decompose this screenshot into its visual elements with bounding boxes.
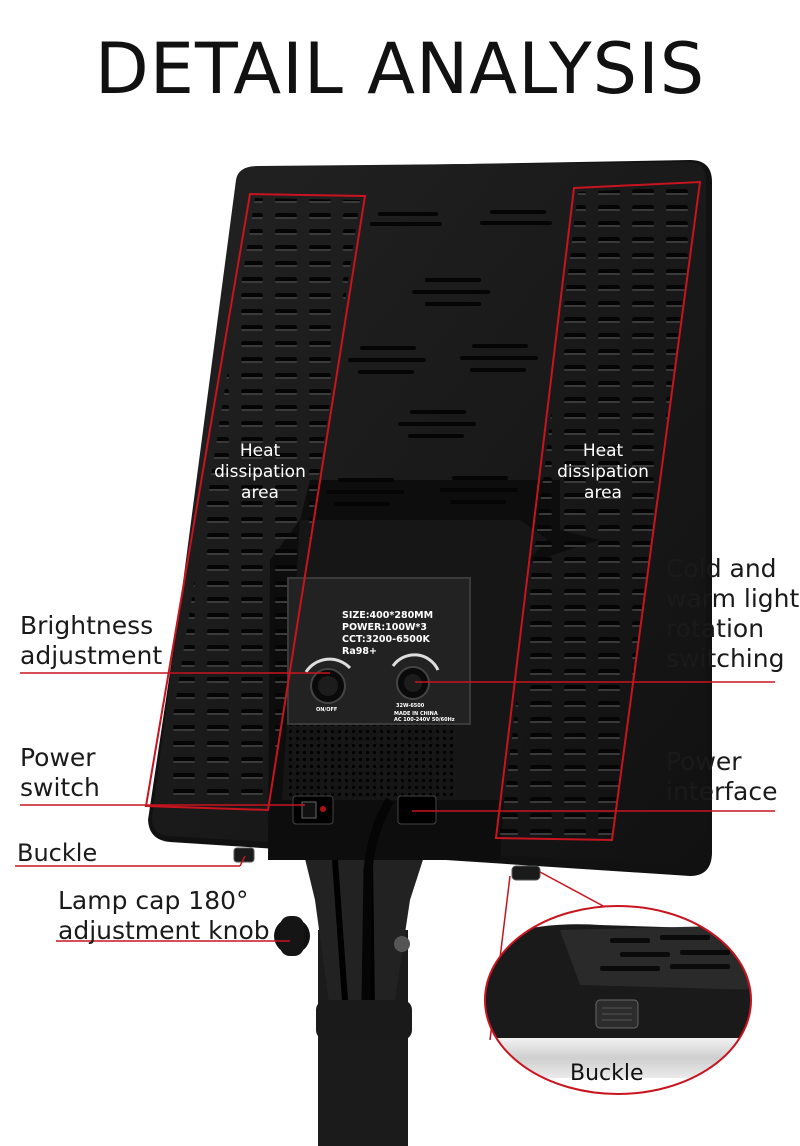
power-switch-label: Power switch <box>20 743 100 803</box>
label-line: area <box>584 483 622 503</box>
model-text: 32W-6500 <box>396 703 425 709</box>
label-line: Cold and <box>666 554 777 583</box>
label-line: switch <box>20 773 100 802</box>
label-line: adjustment <box>20 641 163 670</box>
label-line: Heat <box>239 441 281 461</box>
led-panel <box>148 160 712 1001</box>
lamp-cap-knob-label: Lamp cap 180° adjustment knob <box>58 886 270 946</box>
label-line: dissipation <box>214 462 306 482</box>
spec-ra: Ra98+ <box>342 646 377 657</box>
heat-dissipation-right-label: Heat dissipation area <box>548 441 658 504</box>
input-text: AC 100-240V 50/60Hz <box>394 717 455 723</box>
label-line: adjustment knob <box>58 916 270 945</box>
heat-dissipation-left-label: Heat dissipation area <box>205 441 315 504</box>
buckle-zoom-view <box>484 905 752 1095</box>
cold-warm-switching-label: Cold and warm light rotation switching <box>666 554 799 674</box>
spec-size: SIZE:400*280MM <box>342 610 434 621</box>
power-interface-label: Power interface <box>666 747 778 807</box>
label-line: warm light <box>666 584 800 613</box>
spec-plate-text: SIZE:400*280MM POWER:100W*3 CCT:3200-650… <box>342 610 452 658</box>
brightness-adjustment-label: Brightness adjustment <box>20 611 162 671</box>
label-line: Heat <box>582 441 624 461</box>
label-line: Brightness <box>20 611 154 640</box>
label-line: Power <box>20 743 96 772</box>
onoff-text: ON/OFF <box>316 707 338 713</box>
buckle-zoom-label: Buckle <box>570 1061 644 1086</box>
label-line: rotation <box>666 614 765 643</box>
label-line: Lamp cap 180° <box>58 886 249 915</box>
buckle-label: Buckle <box>17 839 98 867</box>
spec-power: POWER:100W*3 <box>342 622 428 633</box>
label-line: area <box>241 483 279 503</box>
plate-small-print: MADE IN CHINA AC 100-240V 50/60Hz <box>394 711 455 723</box>
label-line: Power <box>666 747 742 776</box>
made-in-text: MADE IN CHINA <box>394 711 438 717</box>
spec-cct: CCT:3200-6500K <box>342 634 430 645</box>
label-line: switching <box>666 644 785 673</box>
label-line: dissipation <box>557 462 649 482</box>
page-title: DETAIL ANALYSIS <box>94 28 706 110</box>
label-line: interface <box>666 777 778 806</box>
